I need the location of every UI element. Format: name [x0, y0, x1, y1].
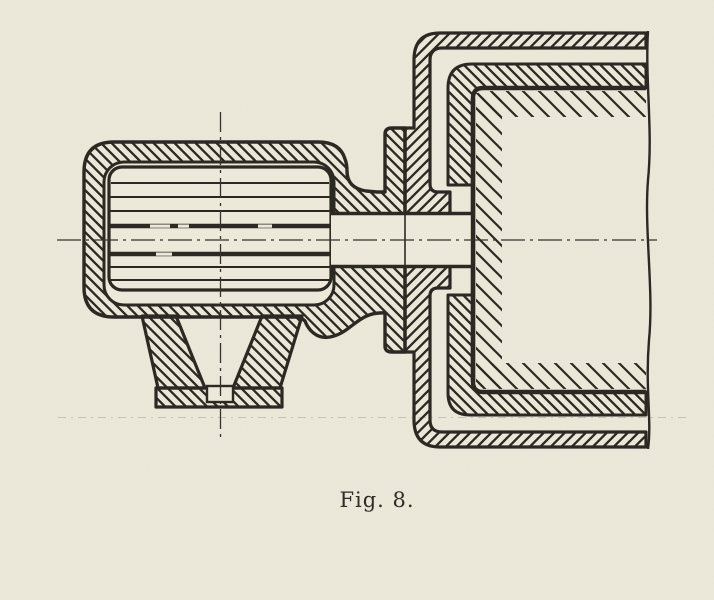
- break-line: [645, 30, 652, 450]
- motor-foot: [140, 314, 304, 409]
- bell-housing: [403, 31, 648, 449]
- figure-caption: Fig. 8.: [339, 488, 415, 512]
- rotor-surface-dashes: [150, 224, 272, 256]
- machine-block: [470, 85, 646, 395]
- centerlines: [57, 112, 657, 438]
